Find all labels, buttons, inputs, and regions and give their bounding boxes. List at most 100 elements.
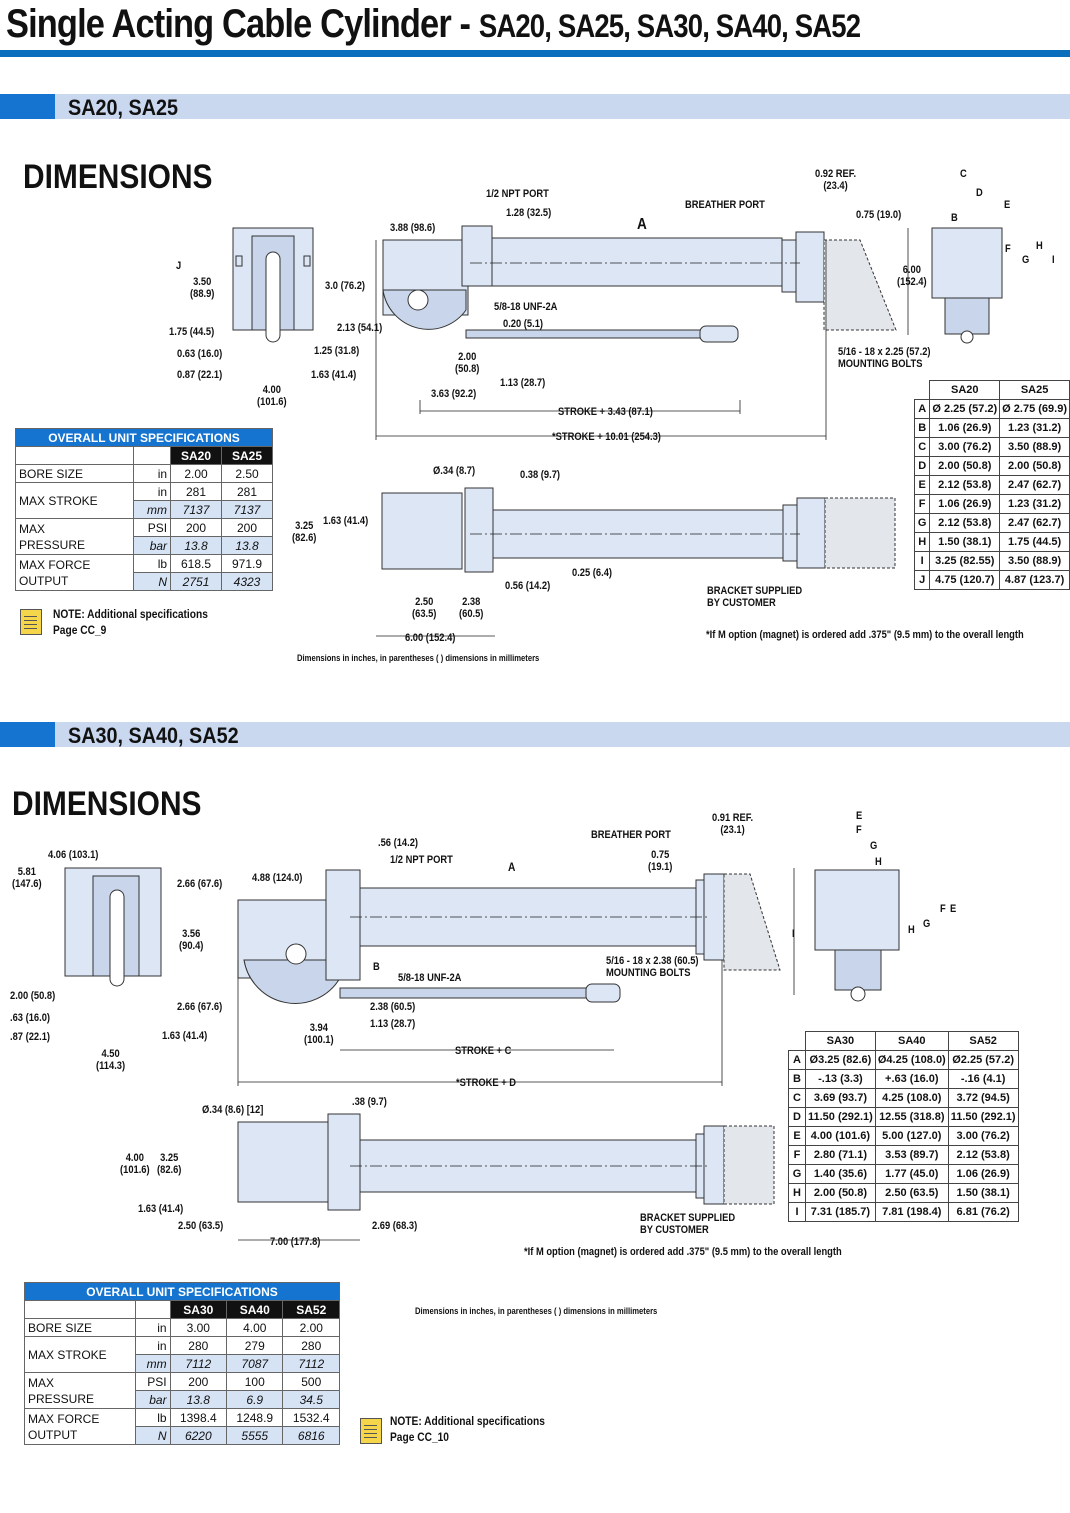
dia-0-34-s2: Ø.34 (8.6) [12] <box>202 1104 264 1116</box>
dimensions-heading-2: DIMENSIONS <box>12 785 202 823</box>
dim-1-75: 1.75 (44.5) <box>169 326 215 338</box>
dim-a-label: A <box>637 216 647 233</box>
dim-e-s2b: E <box>950 903 957 915</box>
dim-1-25: 1.25 (31.8) <box>314 345 360 357</box>
dim-1-63-s2: 1.63 (41.4) <box>162 1030 208 1042</box>
mounting-bolts-label-2: 5/16 - 18 x 2.38 (60.5)MOUNTING BOLTS <box>606 955 699 979</box>
dim-0-38: 0.38 (9.7) <box>520 469 561 481</box>
dim-3-56: 3.56(90.4) <box>179 928 204 952</box>
dim-b-s2: B <box>373 961 380 973</box>
units-note-2: Dimensions in inches, in parentheses ( )… <box>415 1306 658 1316</box>
dim-0-56-s2: .56 (14.2) <box>378 837 419 849</box>
dim-2-66: 2.66 (67.6) <box>177 878 223 890</box>
dim-h: H <box>1036 240 1043 252</box>
dim-5-81: 5.81(147.6) <box>12 866 42 890</box>
dim-6-00: 6.00(152.4) <box>897 264 927 288</box>
magnet-note-2: *If M option (magnet) is ordered add .37… <box>524 1246 842 1258</box>
magnet-note: *If M option (magnet) is ordered add .37… <box>706 629 1024 641</box>
dim-2-38-s2: 2.38 (60.5) <box>370 1001 416 1013</box>
dim-0-38-s2: .38 (9.7) <box>352 1096 387 1108</box>
dim-0-63-s2: .63 (16.0) <box>10 1012 51 1024</box>
drawing-sa20-sa25 <box>232 225 1003 637</box>
dim-2-69: 2.69 (68.3) <box>372 1220 418 1232</box>
stroke-plus-c: STROKE + C <box>455 1045 512 1057</box>
dim-b: B <box>951 212 958 224</box>
dim-3-25-s2: 3.25(82.6) <box>157 1152 182 1176</box>
stroke-plus-d: *STROKE + D <box>456 1077 517 1089</box>
note-icon-2 <box>360 1418 382 1444</box>
dim-7-00: 7.00 (177.8) <box>270 1236 321 1248</box>
dim-i: I <box>1052 254 1055 266</box>
dimensions-heading-1: DIMENSIONS <box>23 158 213 196</box>
dim-2-66-b: 2.66 (67.6) <box>177 1001 223 1013</box>
dim-h-s2b: H <box>908 924 915 936</box>
note-icon <box>20 609 42 635</box>
breather-port-label-2: BREATHER PORT <box>591 829 671 841</box>
dim-g-s2: G <box>870 840 878 852</box>
dim-3-0: 3.0 (76.2) <box>325 280 366 292</box>
dim-1-63-s2b: 1.63 (41.4) <box>138 1203 184 1215</box>
dim-2-38: 2.38(60.5) <box>459 596 484 620</box>
dim-0-75: 0.75 (19.0) <box>856 209 902 221</box>
dim-0-25: 0.25 (6.4) <box>572 567 613 579</box>
dim-4-00: 4.00(101.6) <box>257 384 287 408</box>
stroke-plus-10-01: *STROKE + 10.01 (254.3) <box>552 431 661 443</box>
dim-4-06: 4.06 (103.1) <box>48 849 99 861</box>
dim-f-s2b: F <box>940 903 946 915</box>
dim-3-88: 3.88 (98.6) <box>390 222 436 234</box>
dim-2-00-s2: 2.00 (50.8) <box>10 990 56 1002</box>
stroke-plus-3-43: STROKE + 3.43 (87.1) <box>558 406 653 418</box>
unf-label: 5/8-18 UNF-2A <box>494 301 558 313</box>
dim-0-63: 0.63 (16.0) <box>177 348 223 360</box>
ref-0-91: 0.91 REF.(23.1) <box>712 812 754 836</box>
dim-1-63-b: 1.63 (41.4) <box>323 515 369 527</box>
dim-4-50: 4.50(114.3) <box>96 1048 126 1072</box>
dim-0-75-s2: 0.75(19.1) <box>648 849 673 873</box>
dim-0-56: 0.56 (14.2) <box>505 580 551 592</box>
dim-2-50: 2.50(63.5) <box>412 596 437 620</box>
dim-1-63: 1.63 (41.4) <box>311 369 357 381</box>
dim-e: E <box>1004 199 1011 211</box>
dim-g: G <box>1022 254 1030 266</box>
dim-g-s2b: G <box>923 918 931 930</box>
dim-j: J <box>176 260 182 272</box>
section-bar-sa30-sa40-sa52: SA30, SA40, SA52 <box>0 722 1070 748</box>
section-bar-sa20-sa25: SA20, SA25 <box>0 94 1070 120</box>
dim-2-50-s2: 2.50 (63.5) <box>178 1220 224 1232</box>
dim-1-13-s2: 1.13 (28.7) <box>370 1018 416 1030</box>
dim-1-13: 1.13 (28.7) <box>500 377 546 389</box>
dim-a-label-2: A <box>508 860 516 874</box>
dim-2-00: 2.00(50.8) <box>455 351 480 375</box>
dim-0-87: 0.87 (22.1) <box>177 369 223 381</box>
dim-e-s2: E <box>856 810 863 822</box>
dim-c: C <box>960 168 967 180</box>
npt-port-label-2: 1/2 NPT PORT <box>390 854 453 866</box>
dim-3-25: 3.25(82.6) <box>292 520 317 544</box>
npt-port-label: 1/2 NPT PORT <box>486 188 549 200</box>
dim-0-20: 0.20 (5.1) <box>503 318 544 330</box>
dim-3-63: 3.63 (92.2) <box>431 388 477 400</box>
dim-2-13: 2.13 (54.1) <box>337 322 383 334</box>
dim-f: F <box>1005 243 1011 255</box>
dim-i-s2: I <box>792 928 795 940</box>
dim-4-88: 4.88 (124.0) <box>252 872 303 884</box>
dim-1-28: 1.28 (32.5) <box>506 207 552 219</box>
dim-d: D <box>976 187 983 199</box>
dim-6-00-b: 6.00 (152.4) <box>405 632 456 644</box>
dia-0-34: Ø.34 (8.7) <box>433 465 476 477</box>
unf-label-2: 5/8-18 UNF-2A <box>398 972 462 984</box>
breather-port-label: BREATHER PORT <box>685 199 765 211</box>
page-title: Single Acting Cable Cylinder - SA20, SA2… <box>6 2 861 46</box>
dim-4-00-s2: 4.00(101.6) <box>120 1152 150 1176</box>
title-rule <box>0 50 1070 57</box>
dim-3-50: 3.50(88.9) <box>190 276 215 300</box>
dim-h-s2: H <box>875 856 882 868</box>
dim-f-s2: F <box>856 824 862 836</box>
